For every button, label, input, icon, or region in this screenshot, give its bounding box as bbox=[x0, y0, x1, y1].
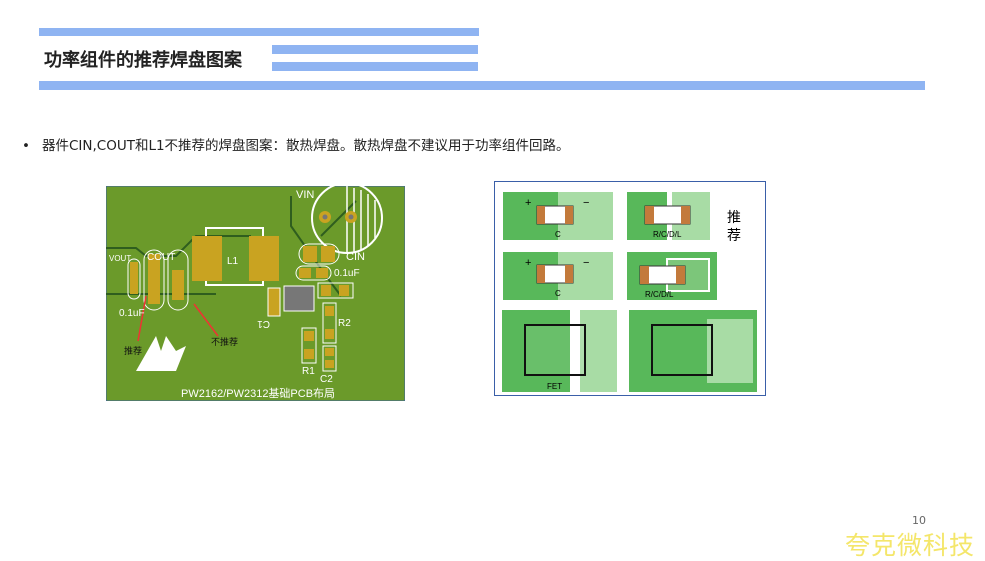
rcdl-label: R/C/D/L bbox=[645, 290, 674, 299]
not-recommended-label: 不推荐 bbox=[211, 336, 238, 347]
fet-label: FET bbox=[547, 382, 562, 391]
header-decor-bar bbox=[39, 81, 925, 90]
pcb-layout-image: VIN CIN 0.1uF L1 VOUT COUT 0.1uF C1 R1 R… bbox=[106, 186, 405, 401]
cout-label: COUT bbox=[147, 252, 175, 263]
rcdl-label: R/C/D/L bbox=[653, 230, 682, 239]
recommended-label: 推荐 bbox=[124, 345, 142, 356]
pad-rcdl-thermal: R/C/D/L bbox=[627, 252, 717, 300]
vout-label: VOUT bbox=[109, 254, 131, 263]
pad-rcdl-split: R/C/D/L bbox=[627, 192, 710, 240]
l1-label: L1 bbox=[227, 256, 239, 267]
page-title: 功率组件的推荐焊盘图案 bbox=[44, 50, 242, 71]
cout-value: 0.1uF bbox=[119, 308, 145, 319]
watermark: 夸克微科技 bbox=[845, 531, 976, 560]
pad-c-split: + − C bbox=[503, 192, 613, 240]
pad-c-thermal: + − C bbox=[503, 252, 613, 300]
bullet-item: • 器件CIN,COUT和L1不推荐的焊盘图案：散热焊盘。散热焊盘不建议用于功率组… bbox=[22, 134, 570, 154]
c-label: C bbox=[555, 230, 561, 239]
minus-label: − bbox=[583, 257, 589, 269]
c2-label: C2 bbox=[320, 374, 333, 385]
r2-label: R2 bbox=[338, 318, 351, 329]
cin-label: CIN bbox=[346, 251, 365, 263]
header-decor-bar bbox=[272, 62, 478, 71]
c1-label: C1 bbox=[257, 318, 270, 329]
page-number: 10 bbox=[912, 514, 926, 527]
pad-fet-thermal bbox=[629, 310, 757, 392]
pad-fet-split: FET bbox=[502, 310, 617, 392]
cin-value: 0.1uF bbox=[334, 268, 360, 279]
plus-label: + bbox=[525, 197, 531, 209]
minus-label: − bbox=[583, 197, 589, 209]
r1-label: R1 bbox=[302, 366, 315, 377]
vin-label: VIN bbox=[296, 189, 314, 201]
header-decor-bar bbox=[272, 45, 478, 54]
pad-pattern-diagram: + − C R/C/D/L 推 荐 + − C R/C/D/L FET bbox=[494, 181, 766, 396]
recommended-char-2: 荐 bbox=[727, 227, 741, 243]
c-label: C bbox=[555, 289, 561, 298]
header-decor-bar bbox=[39, 28, 479, 36]
bullet-dot: • bbox=[22, 138, 30, 154]
recommended-char-1: 推 bbox=[727, 209, 741, 225]
bullet-text: 器件CIN,COUT和L1不推荐的焊盘图案：散热焊盘。散热焊盘不建议用于功率组件… bbox=[41, 138, 570, 154]
pcb-caption: PW2162/PW2312基础PCB布局 bbox=[181, 387, 335, 400]
plus-label: + bbox=[525, 257, 531, 269]
